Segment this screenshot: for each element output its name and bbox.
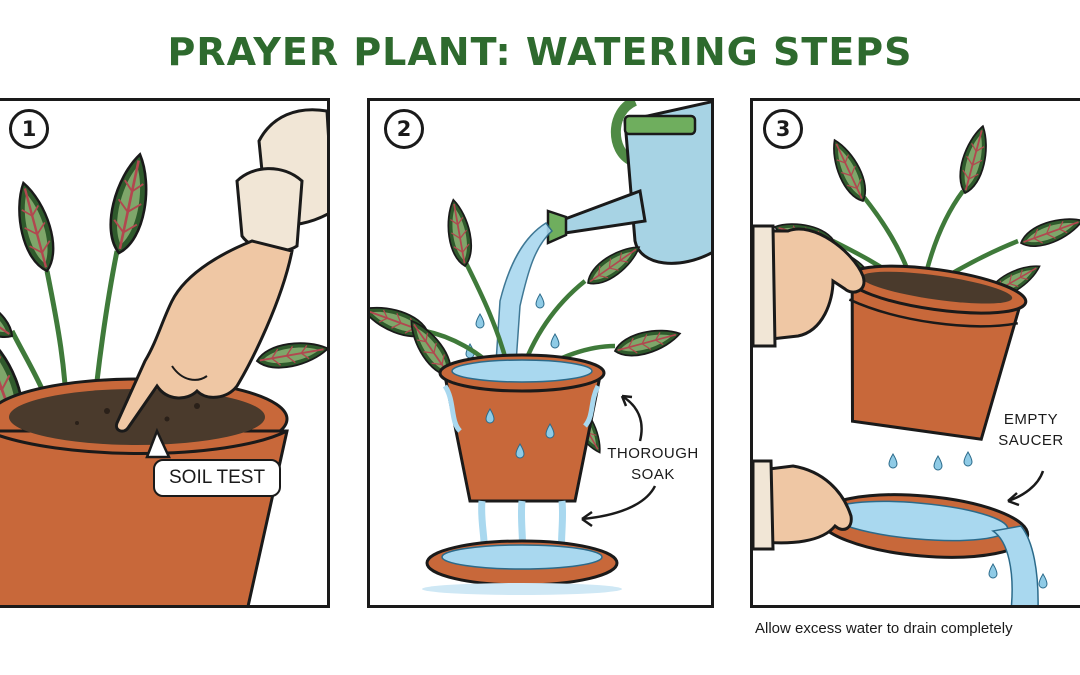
label-line: EMPTY xyxy=(1003,411,1059,428)
label-line: SAUCER xyxy=(998,432,1064,449)
upper-hand xyxy=(753,224,866,348)
step-number-badge: 3 xyxy=(763,109,803,149)
empty-saucer-label: EMPTY SAUCER xyxy=(981,409,1080,451)
bubble-pointer xyxy=(145,427,171,459)
drain-caption: Allow excess water to drain completely xyxy=(755,620,1013,637)
page-title: PRAYER PLANT: WATERING STEPS xyxy=(167,30,913,74)
step-number-badge: 1 xyxy=(9,109,49,149)
thorough-soak-label: THOROUGH SOAK xyxy=(598,443,708,485)
terracotta-pot xyxy=(438,353,606,503)
step-2-illustration xyxy=(370,101,711,595)
annotation-arrows xyxy=(581,394,657,528)
label-line: SOAK xyxy=(631,466,675,483)
step-number-badge: 2 xyxy=(384,109,424,149)
annotation-arrow xyxy=(1007,470,1045,507)
saucer-being-emptied xyxy=(816,493,1048,605)
soil-test-label: SOIL TEST xyxy=(153,459,282,497)
lower-hand xyxy=(753,459,853,551)
label-line: THOROUGH xyxy=(607,445,699,462)
step-1-panel: 1 SOIL TEST xyxy=(0,98,330,608)
step-2-panel: 2 THOROUGH SOAK xyxy=(367,98,714,608)
step-3-panel: 3 EMPTY SAUCER xyxy=(750,98,1080,608)
watering-can xyxy=(546,101,711,265)
hand-and-sleeve xyxy=(114,108,327,433)
step-3-illustration xyxy=(753,122,1080,605)
tilted-terracotta-pot xyxy=(845,264,1028,441)
drainage-saucer xyxy=(422,539,622,595)
falling-drops xyxy=(888,451,973,471)
step-1-illustration xyxy=(0,108,327,605)
